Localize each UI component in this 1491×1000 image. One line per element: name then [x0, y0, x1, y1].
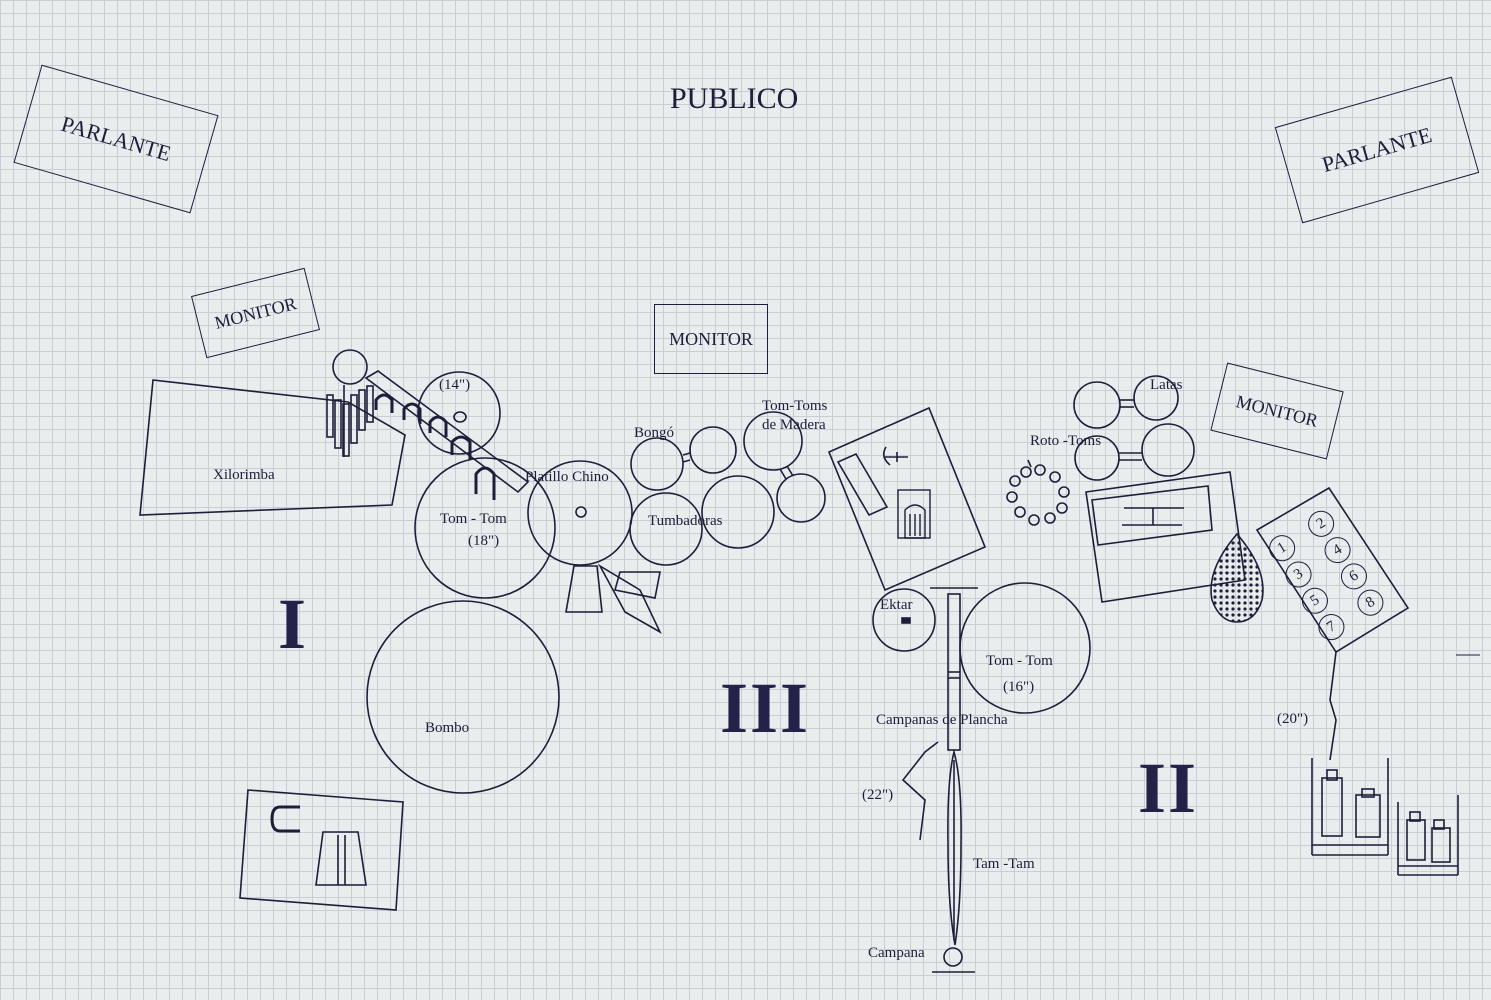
- table-bottom-left: [239, 789, 404, 911]
- bombo-circle: [366, 600, 560, 794]
- cymbal-stand: [565, 565, 603, 613]
- speaker-left-label: PARLANTE: [58, 110, 174, 167]
- cymbal-stand-2: [597, 563, 662, 634]
- campanas-plancha-label: Campanas de Plancha: [876, 712, 1008, 728]
- bongo-circle-1: [630, 437, 684, 491]
- table-right-inner: [1091, 485, 1213, 546]
- perc-table-center: [827, 406, 987, 592]
- roto-toms-label: Roto -Toms: [1030, 433, 1102, 449]
- bombo-label: Bombo: [425, 720, 470, 736]
- tom-14-circle: [417, 371, 501, 455]
- perc-inner-rect: [836, 452, 889, 517]
- tomtoms-madera-label-1: Tom-Toms: [762, 398, 828, 414]
- monitor-center: MONITOR: [654, 304, 768, 374]
- tubes-icon: [326, 385, 374, 457]
- u-shape-icon: [270, 805, 300, 833]
- gong-22-line: [901, 741, 939, 841]
- bongo-circle-2: [689, 426, 737, 474]
- ektar-label: Ektar: [880, 597, 913, 613]
- i-beam-icon: [1122, 507, 1184, 526]
- xilorimba-rail: [364, 370, 530, 494]
- campana-label: Campana: [868, 945, 925, 961]
- roto-toms-ring: [1006, 459, 1070, 526]
- tumbadora-circle-2: [701, 475, 775, 549]
- pad-board: [1255, 486, 1410, 654]
- xilorimba-shape: [139, 379, 406, 516]
- cymbal-stand-3: [613, 571, 661, 599]
- campana-circle: [943, 947, 963, 967]
- arches-icon: [374, 393, 496, 500]
- tom-16-size: (16"): [1003, 679, 1035, 695]
- section-two: II: [1138, 748, 1199, 828]
- tam-tam-label: Tam -Tam: [973, 856, 1035, 872]
- page-title: PUBLICO: [670, 82, 799, 115]
- ektar-circle: [872, 588, 936, 652]
- rack-stands-2: [1397, 795, 1459, 876]
- bongo-label: Bongó: [634, 425, 675, 441]
- tom-16-label: Tom - Tom: [986, 653, 1053, 669]
- platillo-chino-circle: [527, 460, 633, 566]
- tom-16-circle: [959, 582, 1091, 714]
- woodtom-circle-1: [743, 411, 803, 471]
- kalimba-icon: [897, 489, 931, 539]
- tom-18-size: (18"): [468, 533, 500, 549]
- lata-circle-4: [1141, 423, 1195, 477]
- tom-18-label: Tom - Tom: [440, 511, 507, 527]
- lata-circle-2: [1133, 375, 1179, 421]
- woodtom-circle-2: [776, 473, 826, 523]
- tumbadora-circle-1: [629, 492, 703, 566]
- section-one: I: [278, 584, 309, 664]
- section-three: III: [720, 668, 811, 748]
- gong-20-line: [1329, 651, 1337, 761]
- lata-circle-3: [1074, 435, 1120, 481]
- xilorimba-label: Xilorimba: [213, 467, 275, 483]
- gong-20-label: (20"): [1277, 711, 1309, 727]
- tom-14-label: (14"): [439, 377, 471, 393]
- monitor-right-label: MONITOR: [1233, 391, 1321, 431]
- stool-trapezoid: [315, 831, 367, 886]
- small-e-icon: [882, 446, 908, 466]
- stool-circle: [332, 349, 368, 385]
- gong-22-label: (22"): [862, 787, 894, 803]
- speaker-right-label: PARLANTE: [1319, 121, 1435, 178]
- tumbadoras-label: Tumbadoras: [648, 513, 723, 529]
- platillo-chino-label: Platillo Chino: [525, 469, 609, 485]
- tomtoms-madera-label-2: de Madera: [762, 417, 826, 433]
- shekere-icon: [1210, 532, 1264, 623]
- monitor-left-label: MONITOR: [212, 293, 299, 333]
- tom-18-circle: [414, 457, 556, 599]
- monitor-center-label: MONITOR: [669, 329, 753, 349]
- pad-8: 8: [1352, 584, 1389, 621]
- rack-stands-1: [1311, 758, 1389, 856]
- pad-7: 7: [1313, 609, 1350, 645]
- tam-tam-shape: [947, 748, 962, 946]
- latas-label: Latas: [1150, 377, 1183, 393]
- lata-circle-1: [1073, 381, 1121, 429]
